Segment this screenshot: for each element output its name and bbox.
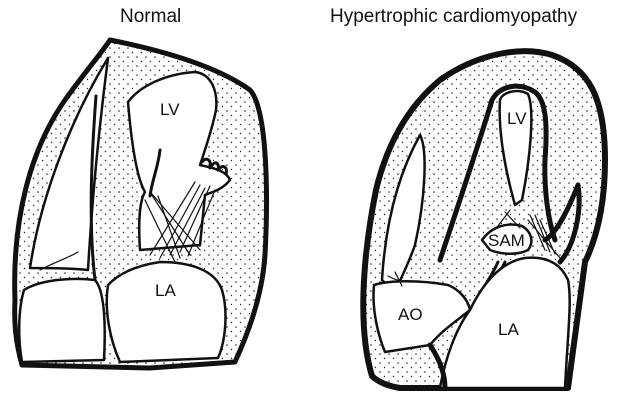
hcm-sam-label: SAM [488,231,525,250]
normal-ra [19,279,104,362]
hcm-ao-label: AO [398,305,423,324]
hcm-la-label: LA [498,320,519,339]
hcm-heart: LV SAM AO LA [363,51,605,388]
normal-la-label: LA [155,281,176,300]
normal-la [107,262,226,362]
normal-lv-label: LV [160,100,180,119]
normal-heart: LV LA [15,40,267,368]
hcm-lv-label: LV [507,109,527,128]
